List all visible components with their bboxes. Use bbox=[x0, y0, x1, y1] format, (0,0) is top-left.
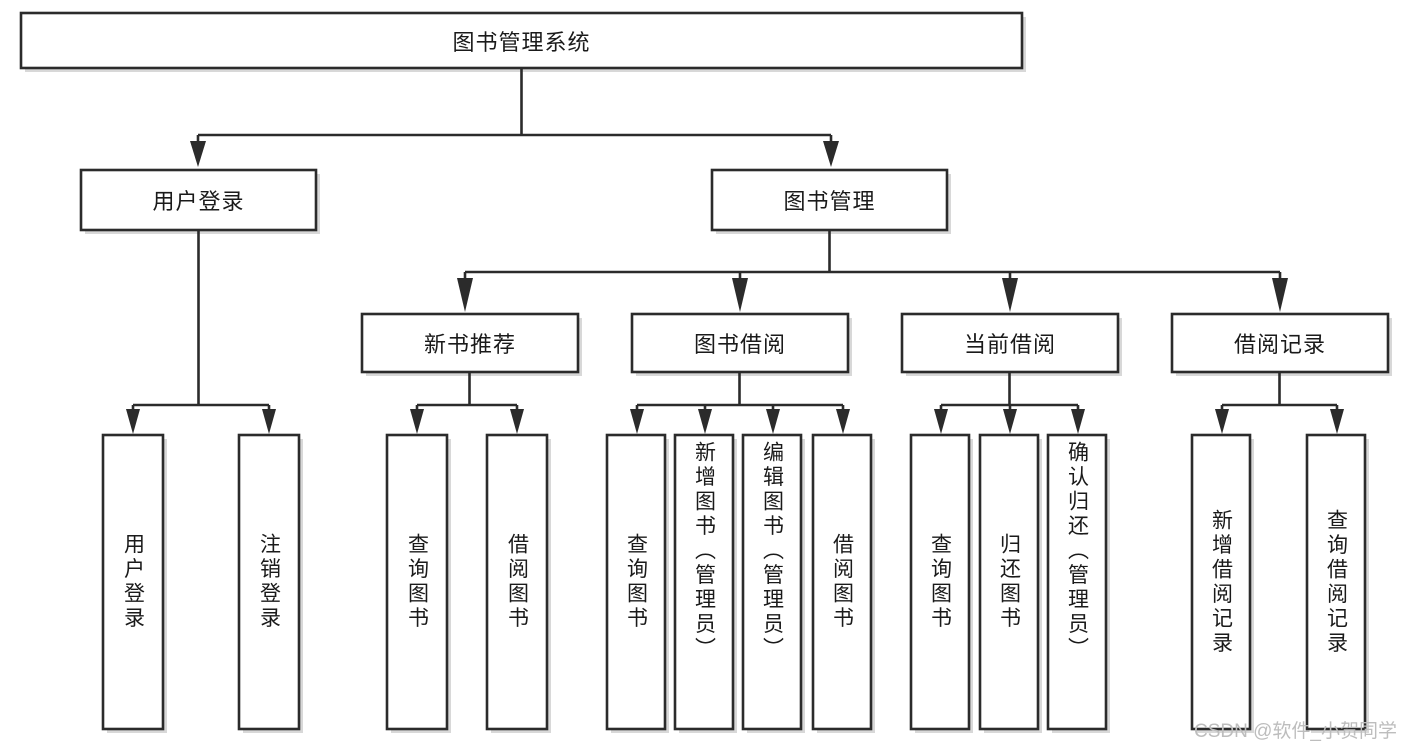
leaf-node-add-book[interactable] bbox=[673, 433, 737, 733]
connector-user-login-to-leaves bbox=[126, 230, 276, 434]
leaf-node-query-book-borrow[interactable] bbox=[605, 433, 669, 733]
new-book-recommend-box bbox=[360, 312, 580, 374]
leaf-node-add-record[interactable] bbox=[1190, 433, 1254, 733]
leaf-node-query-book-current[interactable] bbox=[909, 433, 973, 733]
root-box bbox=[19, 11, 1024, 70]
book-manage-box bbox=[710, 168, 949, 232]
connector-book-borrow-to-leaves bbox=[630, 372, 850, 434]
leaf-node-edit-book[interactable] bbox=[741, 433, 805, 733]
leaf-node-query-book-rec[interactable] bbox=[385, 433, 451, 733]
leaf-box-edit-book bbox=[741, 433, 803, 731]
borrow-record-box bbox=[1170, 312, 1390, 374]
leaf-box-return-book bbox=[978, 433, 1040, 731]
leaf-node-confirm-return[interactable] bbox=[1046, 433, 1110, 733]
node-book-manage[interactable] bbox=[710, 168, 951, 234]
leaf-node-query-record[interactable] bbox=[1305, 433, 1369, 733]
node-user-login[interactable] bbox=[79, 168, 320, 234]
node-book-borrow[interactable] bbox=[630, 312, 852, 376]
arrow-head-book-manage bbox=[823, 141, 839, 167]
connector-borrow-record-to-leaves bbox=[1215, 372, 1344, 434]
arrow-head-user-login bbox=[190, 141, 206, 167]
connector-new-book-recommend-to-leaves bbox=[410, 372, 524, 434]
node-root[interactable] bbox=[19, 11, 1026, 72]
leaf-box-borrow-book bbox=[811, 433, 873, 731]
leaf-box-query-record bbox=[1305, 433, 1367, 731]
current-borrow-box bbox=[900, 312, 1120, 374]
leaf-box-confirm-return bbox=[1046, 433, 1108, 731]
leaf-node-user-login-action[interactable] bbox=[101, 433, 167, 733]
leaf-node-logout[interactable] bbox=[237, 433, 303, 733]
node-new-book-recommend[interactable] bbox=[360, 312, 582, 376]
leaf-box-add-book bbox=[673, 433, 735, 731]
leaf-box-logout bbox=[237, 433, 301, 731]
node-borrow-record[interactable] bbox=[1170, 312, 1392, 376]
leaf-node-return-book[interactable] bbox=[978, 433, 1042, 733]
leaf-node-borrow-book[interactable] bbox=[811, 433, 875, 733]
book-borrow-box bbox=[630, 312, 850, 374]
leaf-box-user-login bbox=[101, 433, 165, 731]
connector-book-manage-to-level3 bbox=[457, 230, 1288, 312]
leaf-box-query-book-rec bbox=[385, 433, 449, 731]
leaf-box-borrow-book-rec bbox=[485, 433, 549, 731]
leaf-box-query-book-borrow bbox=[605, 433, 667, 731]
leaf-node-borrow-book-rec[interactable] bbox=[485, 433, 551, 733]
leaf-box-query-book-current bbox=[909, 433, 971, 731]
leaf-box-add-record bbox=[1190, 433, 1252, 731]
connector-current-borrow-to-leaves bbox=[934, 372, 1085, 434]
user-login-box bbox=[79, 168, 318, 232]
node-current-borrow[interactable] bbox=[900, 312, 1122, 376]
connector-root-to-level2 bbox=[190, 68, 839, 167]
